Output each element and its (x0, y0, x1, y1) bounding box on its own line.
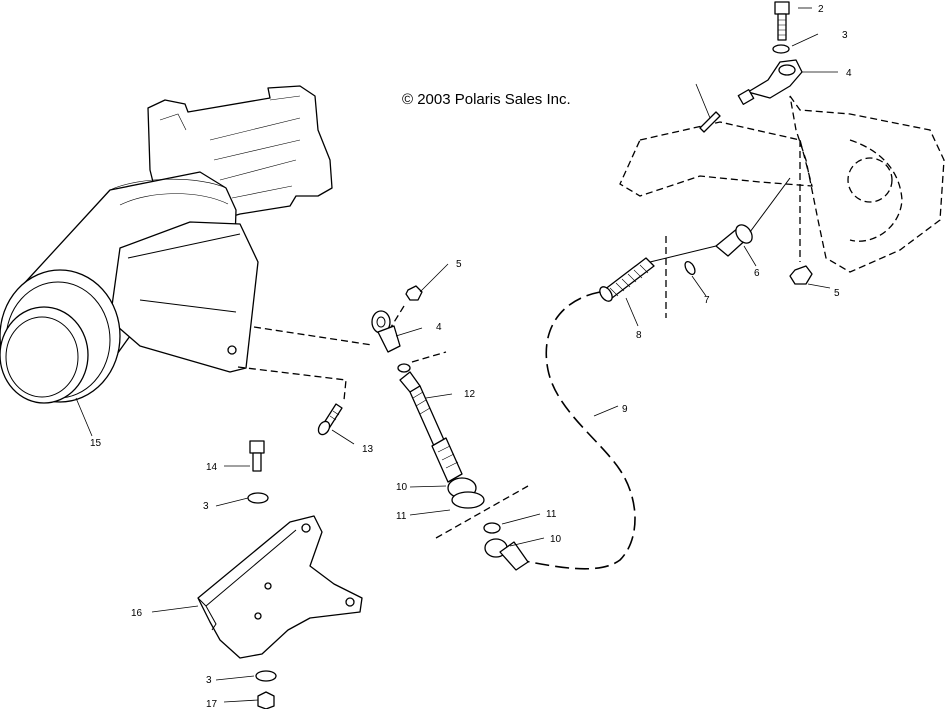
bolt-13 (317, 403, 343, 436)
callout-10: 10 (550, 534, 562, 545)
rod-end-4-center (371, 310, 401, 353)
washer-11-center (451, 491, 485, 509)
cable-sleeve (499, 541, 529, 571)
washer-center (397, 363, 411, 373)
cable-end-12 (399, 371, 463, 483)
callout-10: 10 (396, 482, 408, 493)
callout-2: 2 (818, 4, 824, 15)
callout-5: 5 (834, 288, 840, 299)
washer-3-bottom (255, 670, 277, 682)
callout-3: 3 (203, 501, 209, 512)
callout-12: 12 (464, 389, 476, 400)
callout-11: 11 (546, 509, 557, 520)
callout-8: 8 (636, 330, 642, 341)
callout-17: 17 (206, 699, 218, 709)
bracket-16 (197, 515, 363, 659)
callout-6: 6 (754, 268, 760, 279)
stud (699, 111, 721, 133)
callout-16: 16 (131, 608, 143, 619)
callout-15: 15 (90, 438, 102, 449)
callout-9: 9 (622, 404, 628, 415)
washer-11-lower (483, 522, 501, 534)
callout-4: 4 (846, 68, 852, 79)
callout-4: 4 (436, 322, 442, 333)
callout-3: 3 (842, 30, 848, 41)
callout-7: 7 (704, 295, 710, 306)
washer-7 (684, 260, 696, 276)
bolt-2 (774, 1, 790, 41)
copyright-text: © 2003 Polaris Sales Inc. (402, 91, 571, 108)
bolt-14 (249, 440, 265, 472)
upper-linkage (619, 95, 945, 318)
washer-3-mid (247, 492, 269, 504)
callout-14: 14 (206, 462, 218, 473)
nut-17 (257, 691, 275, 709)
callout-3: 3 (206, 675, 212, 686)
callout-labels: 2 3 4 5 4 12 13 14 15 3 16 3 17 10 11 11… (90, 4, 852, 709)
spring-8 (599, 245, 717, 302)
callout-11: 11 (396, 511, 407, 522)
callout-5: 5 (456, 259, 462, 270)
nut-5-right (789, 265, 813, 285)
cable-ferrule-6 (715, 177, 791, 257)
washer-3-top (772, 44, 790, 54)
callout-13: 13 (362, 444, 374, 455)
leader-lines (75, 7, 838, 703)
nut-5-center (405, 285, 423, 301)
cable-9 (519, 291, 636, 570)
housing-assembly (0, 85, 373, 404)
rod-end-4-top (737, 59, 803, 105)
